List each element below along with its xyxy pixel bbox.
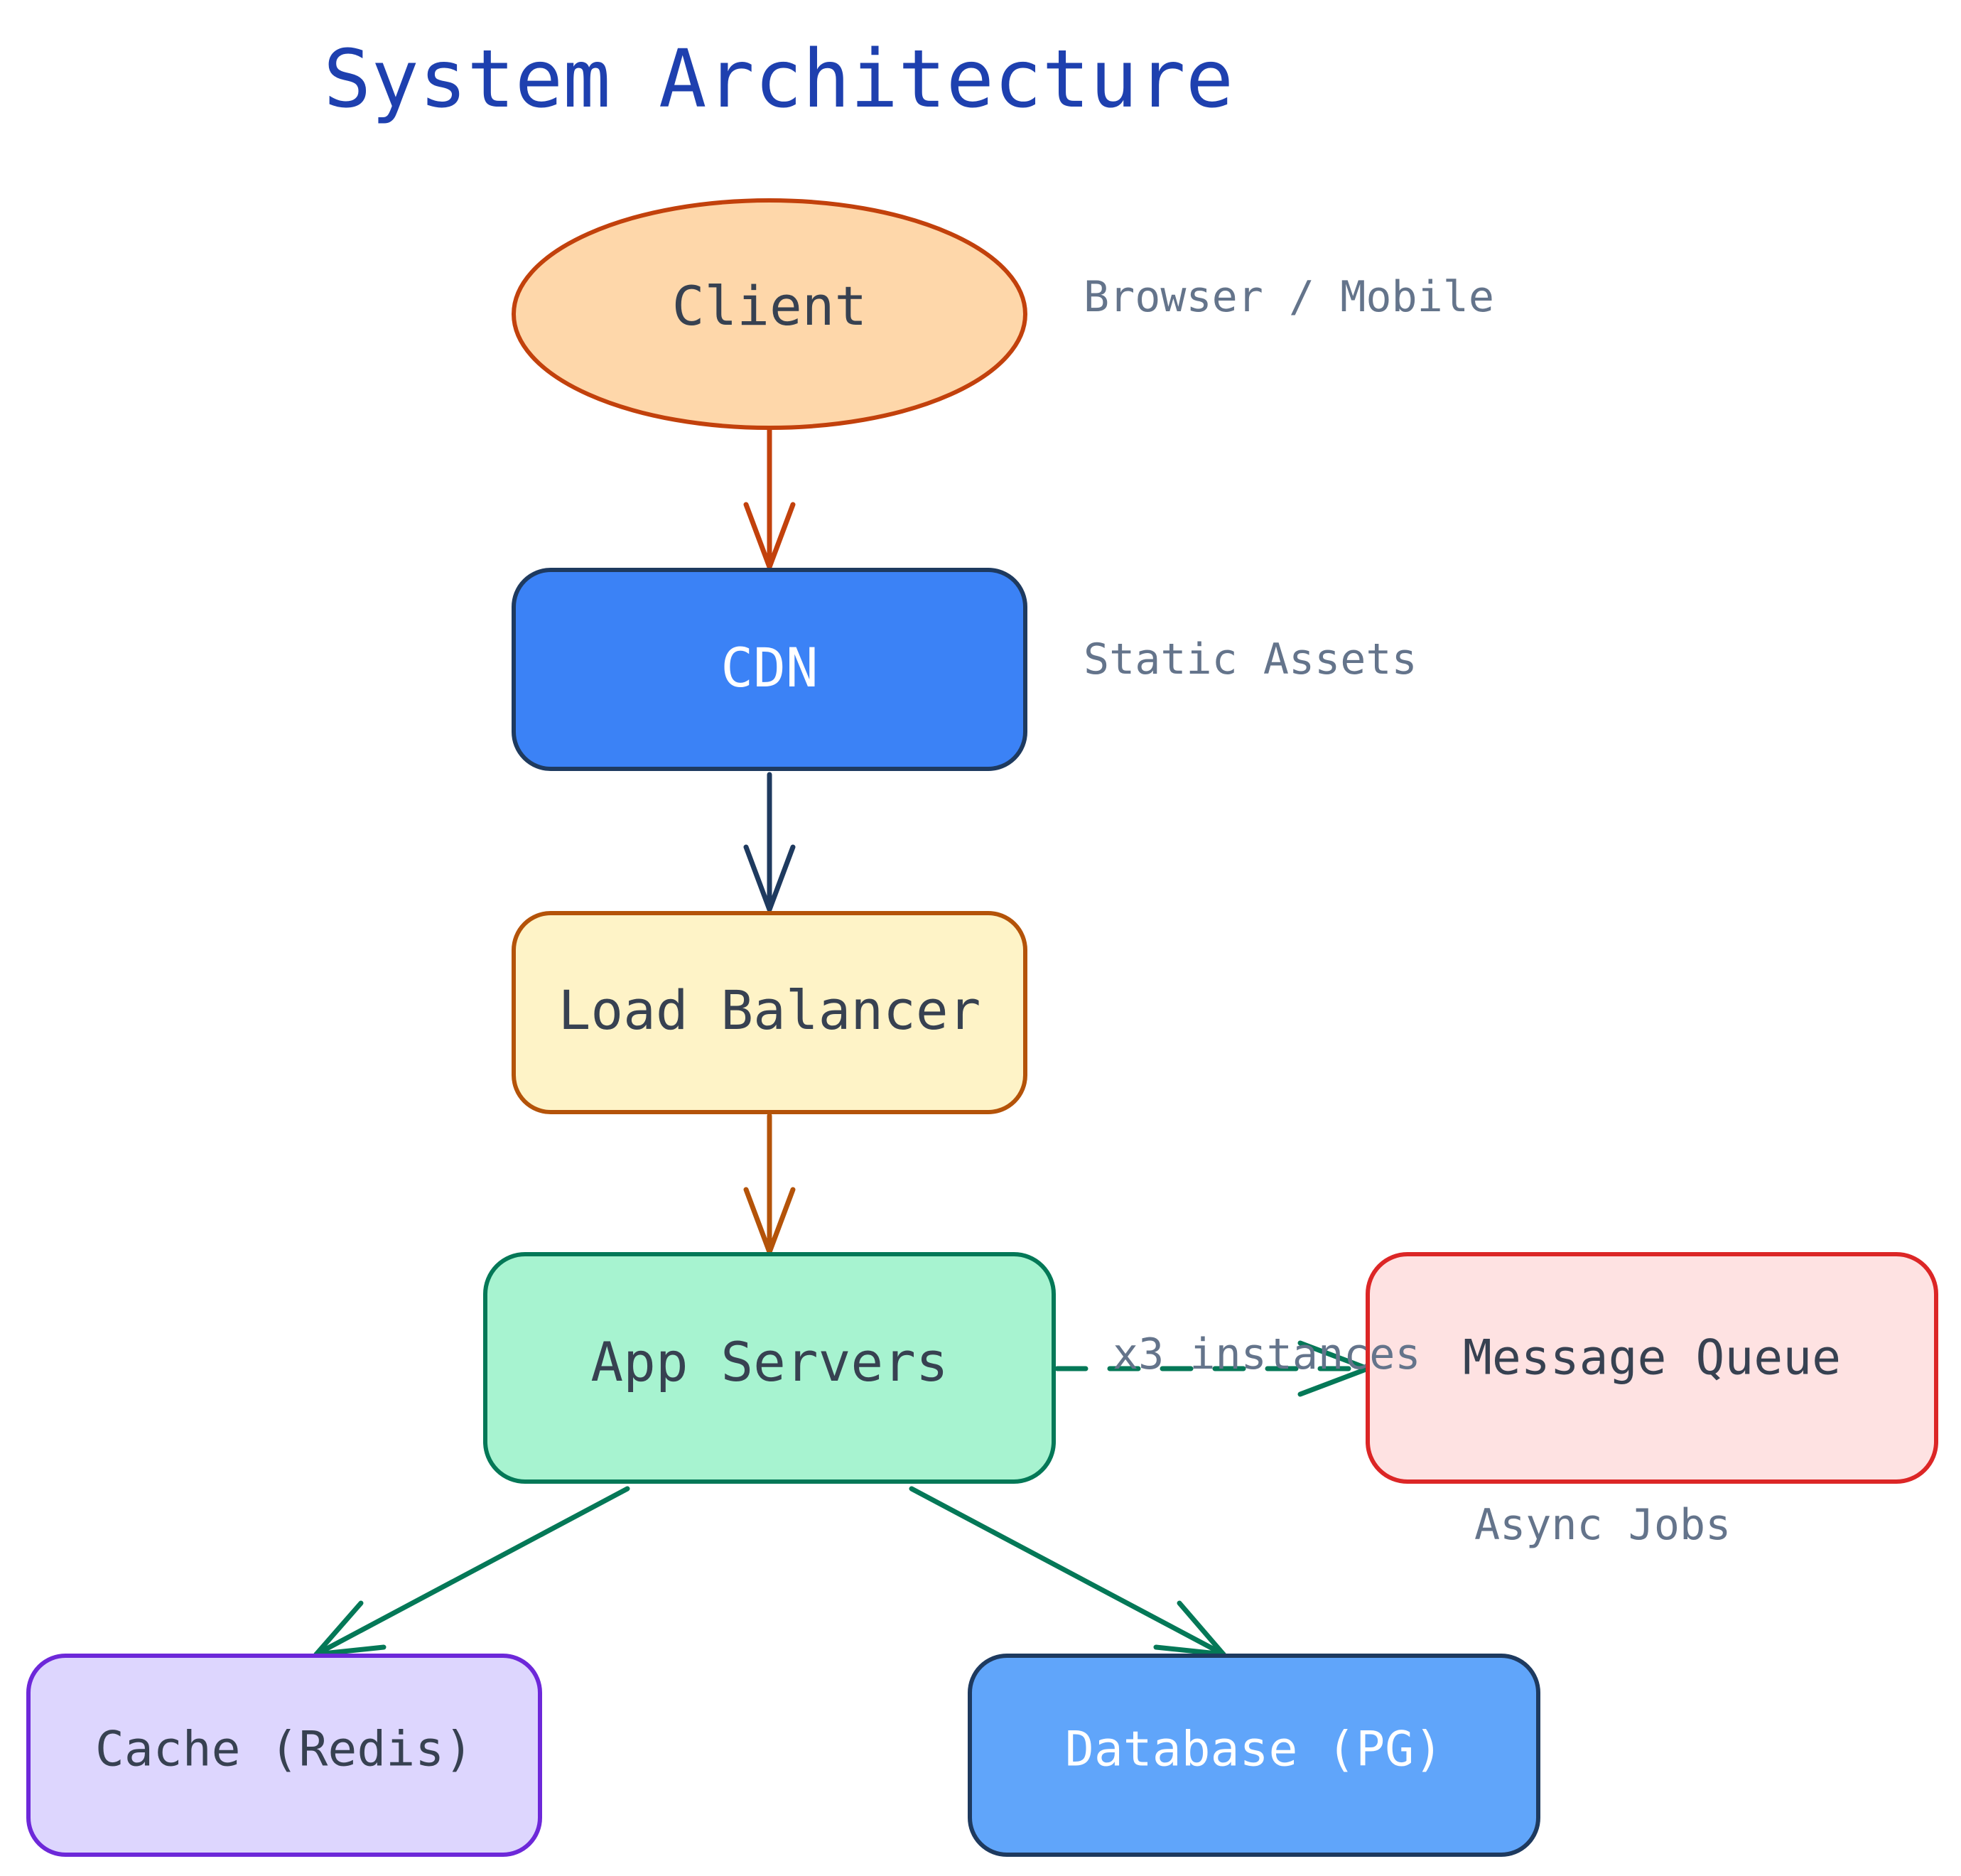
node-client[interactable]: Client	[512, 198, 1027, 430]
message-queue-note: Async Jobs	[1474, 1500, 1731, 1550]
client-note: Browser / Mobile	[1084, 272, 1494, 322]
client-label: Client	[672, 274, 868, 338]
node-message-queue[interactable]: Message Queue	[1366, 1252, 1938, 1484]
node-cache[interactable]: Cache (Redis)	[26, 1654, 542, 1857]
message-queue-shape	[1366, 1252, 1938, 1484]
database-label: Database (PG)	[1065, 1722, 1443, 1778]
node-database[interactable]: Database (PG)	[968, 1654, 1540, 1857]
cache-label: Cache (Redis)	[95, 1722, 473, 1778]
node-cdn[interactable]: CDN	[512, 568, 1027, 771]
database-shape	[968, 1654, 1540, 1857]
app-servers-label: App Servers	[590, 1330, 948, 1393]
app-servers-note: x3 instances	[1113, 1330, 1420, 1379]
arrowhead-client-to-cdn	[743, 502, 796, 570]
node-load-balancer[interactable]: Load Balancer	[512, 911, 1027, 1114]
app-servers-shape	[483, 1252, 1056, 1484]
cdn-note: Static Assets	[1084, 635, 1417, 684]
node-app-servers[interactable]: App Servers	[483, 1252, 1056, 1484]
cdn-label: CDN	[720, 636, 818, 699]
message-queue-label: Message Queue	[1463, 1330, 1841, 1386]
cdn-shape	[512, 568, 1027, 771]
load-balancer-label: Load Balancer	[558, 979, 981, 1042]
cache-shape	[26, 1654, 542, 1857]
diagram-title: System Architecture	[323, 33, 1233, 126]
arrowhead-cdn-to-load-balancer	[743, 844, 796, 912]
load-balancer-shape	[512, 911, 1027, 1114]
edge-app-servers-to-cache	[313, 1486, 630, 1657]
edge-app-servers-to-database	[909, 1486, 1226, 1657]
client-shape	[512, 198, 1027, 430]
